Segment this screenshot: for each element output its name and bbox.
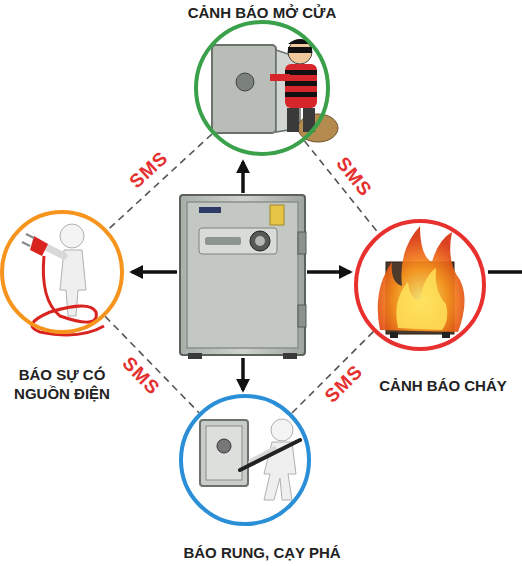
sms-label: SMS bbox=[332, 153, 377, 201]
sms-link bbox=[305, 141, 379, 233]
sms-label: SMS bbox=[125, 147, 172, 193]
alert-label: BÁO SỰ CÓ NGUỒN ĐIỆN bbox=[0, 365, 124, 403]
circle-border bbox=[196, 22, 328, 154]
alert-circle: CẢNH BÁO CHÁY bbox=[354, 219, 486, 351]
alert-circle: CẢNH BÁO MỞ CỬA bbox=[194, 20, 330, 156]
circle-border bbox=[2, 212, 122, 332]
power-plug-illustration bbox=[22, 224, 104, 335]
circle-outline bbox=[0, 210, 124, 334]
central-safe bbox=[180, 195, 306, 359]
pry-illustration bbox=[200, 419, 300, 500]
fire-illustration bbox=[378, 226, 465, 338]
circle-outline bbox=[179, 394, 311, 526]
sms-link bbox=[108, 134, 212, 230]
direction-arrows bbox=[132, 162, 522, 390]
sms-link bbox=[105, 316, 199, 412]
sms-label: SMS bbox=[320, 360, 367, 407]
circle-border bbox=[181, 396, 309, 524]
sms-link bbox=[292, 332, 374, 414]
circle-outline bbox=[354, 219, 486, 351]
alert-circle: BÁO SỰ CÓ NGUỒN ĐIỆN bbox=[0, 210, 124, 334]
alert-circle: BÁO RUNG, CẠY PHÁ bbox=[179, 394, 311, 526]
circle-border bbox=[356, 221, 484, 349]
alert-label: BÁO RUNG, CẠY PHÁ bbox=[132, 543, 392, 562]
sms-label: SMS bbox=[117, 352, 164, 399]
alert-label: CẢNH BÁO MỞ CỬA bbox=[152, 3, 372, 22]
alert-label: CẢNH BÁO CHÁY bbox=[348, 376, 522, 395]
circle-outline bbox=[194, 20, 330, 156]
